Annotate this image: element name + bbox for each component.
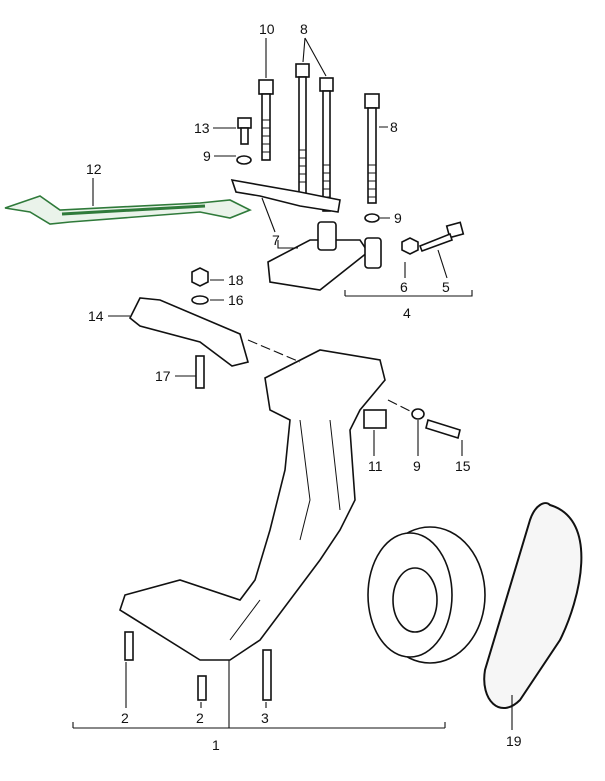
- callout-9: 9: [394, 210, 402, 226]
- callout-5: 5: [442, 279, 450, 295]
- block-11: [363, 409, 387, 429]
- nut-6: [401, 237, 419, 255]
- callout-7: 7: [272, 232, 280, 248]
- bracket-7: [230, 178, 341, 213]
- engine-carrier: [119, 349, 386, 661]
- callout-15: 15: [455, 458, 471, 474]
- leader-lines: [72, 37, 513, 730]
- callout-14: 14: [88, 308, 104, 324]
- washer-9c: [411, 408, 425, 420]
- bolt-5: [418, 221, 465, 253]
- washer-9: [236, 155, 252, 165]
- bolt-8-left: [295, 63, 310, 198]
- callout-18: 18: [228, 272, 244, 288]
- mount-post-right: [364, 237, 382, 269]
- callout-9: 9: [203, 148, 211, 164]
- bracket-14: [128, 297, 249, 367]
- bolt-8-middle: [319, 77, 334, 212]
- washer-9b: [364, 213, 380, 223]
- stud-2a: [124, 631, 134, 661]
- callout-3: 3: [261, 710, 269, 726]
- callout-13: 13: [194, 120, 210, 136]
- callout-10: 10: [259, 21, 275, 37]
- callout-17: 17: [155, 368, 171, 384]
- callout-11: 11: [368, 458, 383, 474]
- callout-8: 8: [390, 119, 398, 135]
- tie-rod-12: [4, 195, 252, 225]
- bolt-13: [237, 117, 252, 145]
- bolt-8-right: [364, 93, 380, 204]
- drive-belt-19: [483, 502, 583, 710]
- mount-post: [317, 221, 337, 251]
- callout-12: 12: [86, 161, 102, 177]
- pulley: [367, 526, 486, 664]
- callout-4: 4: [403, 305, 411, 321]
- stud-2b: [197, 675, 207, 701]
- nut-18: [191, 267, 209, 287]
- callout-8: 8: [300, 21, 308, 37]
- callout-19: 19: [506, 733, 522, 749]
- callout-1: 1: [212, 737, 220, 753]
- stud-3: [262, 649, 272, 701]
- callout-6: 6: [400, 279, 408, 295]
- callout-9: 9: [413, 458, 421, 474]
- stud-17: [195, 355, 205, 389]
- bolt-15: [425, 418, 461, 440]
- washer-16: [191, 295, 209, 305]
- callout-2: 2: [196, 710, 204, 726]
- bolt-10: [258, 79, 274, 161]
- callout-2: 2: [121, 710, 129, 726]
- callout-16: 16: [228, 292, 244, 308]
